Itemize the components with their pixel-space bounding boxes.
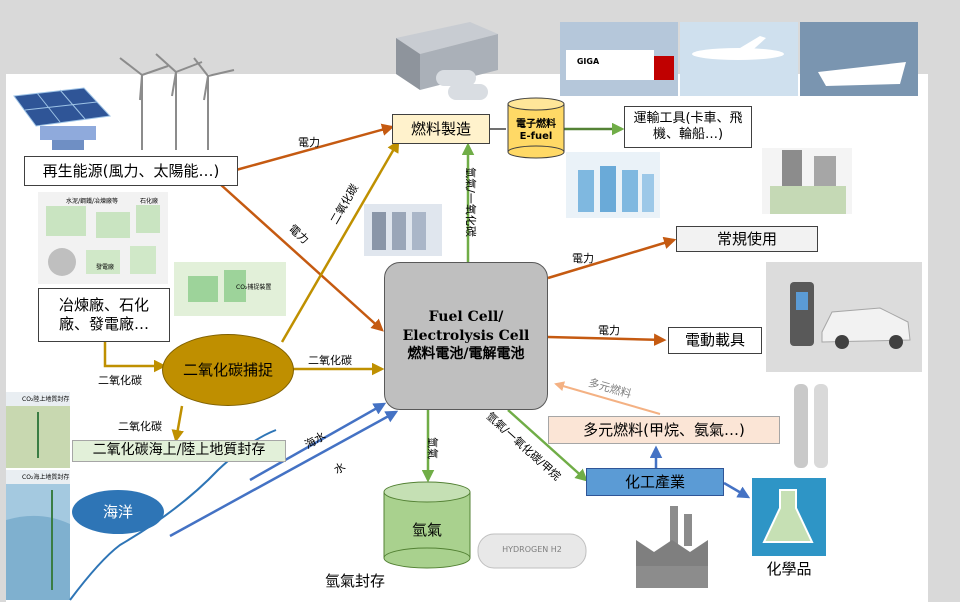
solar-panel-illustration (13, 87, 112, 150)
edge-label-power-ev: 電力 (598, 324, 620, 337)
chemical-industry-node: 化工產業 (586, 468, 724, 496)
server-rack-illustration (364, 204, 442, 256)
map-label-co2-capture: CO₂捕捉裝置 (236, 284, 272, 291)
edge-label-h2-down: 氫氣 (426, 437, 439, 459)
industrial-plant-map-illustration (38, 192, 168, 284)
factory-illustration (636, 506, 708, 588)
connector-capture-to-storage (171, 405, 184, 443)
connector-capture-to-fuel-make (280, 139, 400, 343)
co2-capture-plant-illustration (174, 262, 286, 316)
h2-storage-label: 氫氣封存 (324, 571, 385, 590)
connector-plants-to-capture (103, 340, 167, 373)
edge-label-h2-co: 氫氣/一氧化碳 (463, 167, 477, 237)
map-label-co2-sea: CO₂海上地質封存 (22, 474, 70, 481)
hydrogen-tank-text: HYDROGEN H2 (502, 545, 562, 554)
transport-vehicles-node: 運輸工具(卡車、飛機、輪船…) (624, 106, 752, 148)
hydrogen-tank-illustration (477, 533, 587, 569)
map-label-power-plant: 發電廠 (96, 264, 115, 271)
multi-fuel-node: 多元燃料(甲烷、氨氣…) (548, 416, 780, 444)
connector-multi-fuel-to-fuel-cell (554, 381, 661, 415)
fuel-cell-title-cn: 燃料電池/電解電池 (407, 346, 525, 363)
efuel-cylinder (507, 97, 565, 159)
chemicals-label: 化學品 (766, 559, 812, 578)
connector-fuel-cell-to-ev (547, 333, 667, 346)
giga-truck-text: GIGA (576, 57, 600, 66)
fuel-cell-node: Fuel Cell/ Electrolysis Cell 燃料電池/電解電池 (384, 262, 548, 410)
efuel-label: 電子燃料 E-fuel (506, 116, 566, 146)
h2-storage-cylinder (383, 481, 471, 569)
vehicle-photo-strip (560, 22, 918, 96)
connector-fuel-cell-to-general-use (547, 236, 677, 280)
ocean-label: 海洋 (102, 502, 133, 521)
connector-chem-ind-to-chemicals (723, 481, 751, 499)
map-label-co2-land: CO₂陸上地質封存 (22, 396, 70, 403)
connector-renewable-to-fuel-cell (219, 183, 384, 332)
flask-illustration (752, 478, 826, 556)
connector-fuel-cell-to-chem-ind (507, 409, 588, 482)
wind-turbine-illustration (119, 53, 235, 150)
efuel-label-en: E-fuel (519, 131, 553, 142)
fuel-manufacturing-node: 燃料製造 (392, 114, 490, 144)
connector-water-to-fuel-cell (169, 410, 399, 538)
edge-label-power-1: 電力 (298, 136, 320, 149)
efuel-label-cn: 電子燃料 (516, 119, 556, 130)
h2-node-label: 氫氣 (411, 520, 442, 539)
map-label-steel: 水泥/鋼鐵/冶煉廠等 (66, 198, 119, 205)
co2-geo-storage-node: 二氧化碳海上/陸上地質封存 (72, 440, 286, 462)
edge-label-co2-left: 二氧化碳 (98, 374, 142, 387)
edge-label-power-general: 電力 (572, 252, 594, 265)
electrolyzer-illustration (396, 22, 498, 100)
fuel-cell-title-en-2: Electrolysis Cell (402, 327, 530, 344)
efuel-bottles-illustration (566, 152, 660, 218)
fuel-cell-title-en-1: Fuel Cell/ (428, 308, 504, 325)
general-use-node: 常規使用 (676, 226, 818, 252)
edge-label-co2-down: 二氧化碳 (118, 420, 162, 433)
ev-charging-illustration (766, 262, 922, 372)
connector-renewable-to-fuel-make (235, 123, 395, 172)
industrial-plants-node: 冶煉廠、石化廠、發電廠… (38, 288, 170, 342)
renewable-energy-node: 再生能源(風力、太陽能…) (24, 156, 238, 186)
ocean-node (72, 490, 164, 534)
gas-cylinders-illustration (794, 384, 828, 468)
geo-storage-illustration (6, 392, 70, 600)
co2-capture-node: 二氧化碳捕捉 (162, 334, 294, 406)
edge-label-co2-mid: 二氧化碳 (308, 354, 352, 367)
electric-vehicle-node: 電動載具 (668, 327, 762, 354)
connector-seawater-to-fuel-cell (249, 402, 387, 482)
buildings-illustration (762, 148, 852, 214)
map-label-petro: 石化廠 (140, 198, 159, 205)
